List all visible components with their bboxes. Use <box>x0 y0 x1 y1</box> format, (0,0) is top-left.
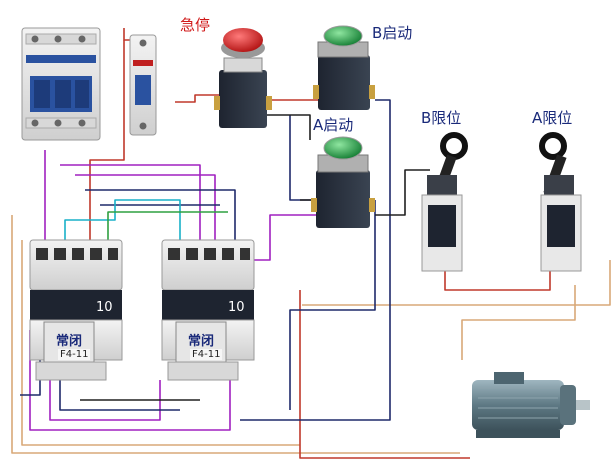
contactor-2-model: 10 <box>228 300 245 315</box>
wire-tan-left <box>11 215 460 454</box>
a-start-label: A启动 <box>313 116 354 134</box>
a-start-button[interactable] <box>311 136 375 228</box>
wire-navy-4 <box>240 99 391 421</box>
motor <box>472 372 590 438</box>
wires <box>11 28 611 459</box>
b-start-button[interactable] <box>313 25 375 110</box>
wire-red-stop <box>175 94 220 103</box>
a-limit-switch[interactable] <box>539 132 582 272</box>
single-pole-breaker <box>129 34 157 136</box>
wire-green <box>107 211 228 240</box>
wire-cyan <box>64 199 181 240</box>
wire-purple-3 <box>75 174 216 240</box>
wire-purple-right <box>245 214 320 261</box>
b-start-label: B启动 <box>372 24 413 42</box>
emergency-stop-label: 急停 <box>180 16 211 34</box>
wire-purple-2 <box>60 164 201 240</box>
wire-navy-5 <box>289 200 376 410</box>
emergency-stop-button[interactable] <box>214 28 272 128</box>
wire-navy-1 <box>85 189 236 240</box>
wire-purple-loop <box>29 330 231 431</box>
contactor-2-aux-label: 常闭 <box>188 334 215 349</box>
contactor-2-aux-model: F4-11 <box>190 349 223 360</box>
b-limit-switch[interactable] <box>421 132 468 272</box>
b-limit-label: B限位 <box>421 109 462 127</box>
wire-red-breaker-down <box>89 40 125 240</box>
wire-tan-left-2 <box>21 240 300 446</box>
a-limit-label: A限位 <box>532 109 573 127</box>
contactor-1-aux-label: 常闭 <box>56 334 83 349</box>
wire-red-bottom <box>299 290 470 459</box>
wire-black-3 <box>265 114 311 140</box>
wire-tan-right <box>302 260 611 306</box>
three-pole-breaker <box>21 27 101 141</box>
contactor-1-aux-model: F4-11 <box>58 349 91 360</box>
contactor-1-model: 10 <box>96 300 113 315</box>
wire-black-2 <box>375 169 430 216</box>
wire-tan-motor <box>461 285 576 360</box>
